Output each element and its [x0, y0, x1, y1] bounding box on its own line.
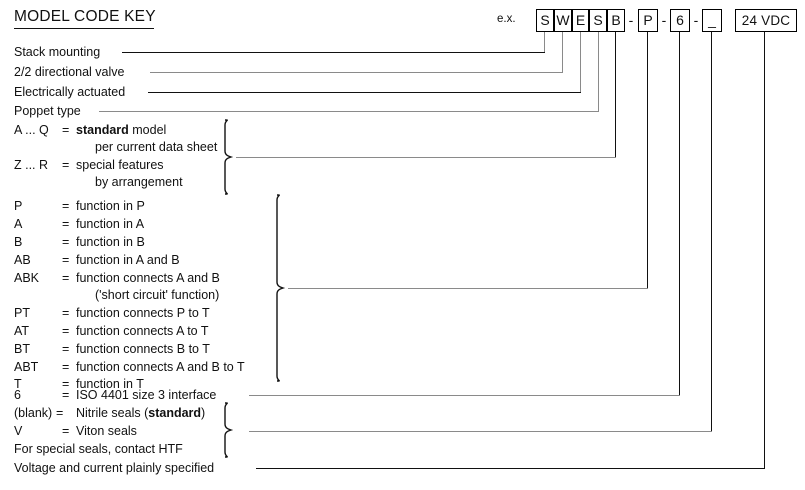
seal-eq-blank: =: [56, 406, 64, 420]
interface-eq: =: [62, 388, 70, 402]
leader-h-interface-size: [249, 395, 680, 396]
function-desc-at: function connects A to T: [76, 324, 209, 338]
leader-h-seals: [249, 431, 712, 432]
function-code-b: B: [14, 235, 23, 249]
model-eq-aq: =: [62, 123, 70, 137]
code-box-e: E: [572, 9, 589, 32]
leader-h-voltage: [256, 468, 765, 469]
function-code-bt: BT: [14, 342, 30, 356]
function-desc-b: function in B: [76, 235, 145, 249]
leader-h-poppet-type: [99, 111, 599, 112]
function-desc-abk-line2: ('short circuit' function): [95, 288, 220, 302]
code-box-w: W: [554, 9, 572, 32]
brace-seals-group: [224, 402, 234, 458]
leader-v-electrically-actuated: [580, 32, 581, 92]
function-desc-bt: function connects B to T: [76, 342, 210, 356]
key-row-electrically-actuated: Electrically actuated: [14, 85, 126, 99]
function-desc-p: function in P: [76, 199, 145, 213]
function-code-at: AT: [14, 324, 30, 338]
leader-v-model-variant: [615, 32, 616, 157]
model-desc-aq-post: model: [128, 123, 167, 137]
function-desc-pt: function connects P to T: [76, 306, 210, 320]
leader-v-interface-size: [679, 32, 680, 395]
function-code-pt: PT: [14, 306, 30, 320]
interface-desc: ISO 4401 size 3 interface: [76, 388, 217, 402]
page-title: MODEL CODE KEY: [14, 8, 156, 25]
model-desc-zr-line2: by arrangement: [95, 175, 183, 189]
function-eq-pt: =: [62, 306, 70, 320]
seal-desc-blank-post: ): [201, 406, 206, 420]
function-desc-ab: function in A and B: [76, 253, 180, 267]
special-seals-note: For special seals, contact HTF: [14, 442, 183, 456]
function-desc-t: function in T: [76, 377, 144, 391]
code-box-voltage: 24 VDC: [735, 9, 797, 32]
model-desc-zr: special features: [76, 158, 164, 172]
function-code-abk: ABK: [14, 271, 40, 285]
function-code-p: P: [14, 199, 23, 213]
model-eq-zr: =: [62, 158, 70, 172]
interface-code-6: 6: [14, 388, 21, 402]
example-label: e.x.: [497, 13, 516, 25]
leader-v-stack-mounting: [544, 32, 545, 52]
function-code-ab: AB: [14, 253, 31, 267]
function-eq-abk: =: [62, 271, 70, 285]
seal-eq-v: =: [62, 424, 70, 438]
leader-v-directional-valve: [562, 32, 563, 72]
model-code-aq: A ... Q: [14, 123, 49, 137]
function-code-abt: ABT: [14, 360, 39, 374]
function-eq-abt: =: [62, 360, 70, 374]
leader-h-stack-mounting: [122, 52, 545, 53]
title-underline: [14, 28, 154, 29]
function-eq-at: =: [62, 324, 70, 338]
separator-dash-2: -: [661, 12, 667, 28]
model-desc-aq-bold: standard: [76, 123, 129, 137]
leader-v-poppet-type: [598, 32, 599, 111]
model-desc-aq: standard model: [76, 123, 166, 137]
model-desc-aq-line2: per current data sheet: [95, 140, 218, 154]
function-eq-p: =: [62, 199, 70, 213]
seal-desc-v: Viton seals: [76, 424, 137, 438]
function-desc-a: function in A: [76, 217, 145, 231]
seal-desc-blank-pre: Nitrile seals (: [76, 406, 149, 420]
leader-h-function: [288, 288, 648, 289]
key-row-stack-mounting: Stack mounting: [14, 45, 101, 59]
function-eq-ab: =: [62, 253, 70, 267]
model-code-zr: Z ... R: [14, 158, 49, 172]
leader-h-model-variant: [236, 157, 616, 158]
function-eq-a: =: [62, 217, 70, 231]
code-box-s1: S: [536, 9, 554, 32]
function-code-t: T: [14, 377, 22, 391]
seal-code-blank: (blank): [14, 406, 53, 420]
separator-dash-3: -: [693, 12, 699, 28]
seal-desc-blank-bold: standard: [148, 406, 202, 420]
leader-v-seals: [711, 32, 712, 431]
function-eq-t: =: [62, 377, 70, 391]
key-row-poppet-type: Poppet type: [14, 104, 81, 118]
leader-h-electrically-actuated: [148, 92, 581, 93]
function-eq-b: =: [62, 235, 70, 249]
code-box-s2: S: [589, 9, 607, 32]
function-code-a: A: [14, 217, 23, 231]
leader-h-directional-valve: [150, 72, 563, 73]
key-row-directional-valve: 2/2 directional valve: [14, 65, 125, 79]
code-box-p: P: [638, 9, 658, 32]
voltage-note: Voltage and current plainly specified: [14, 461, 215, 475]
function-desc-abk: function connects A and B: [76, 271, 220, 285]
brace-model-group: [224, 119, 234, 195]
function-eq-bt: =: [62, 342, 70, 356]
code-box-b: B: [607, 9, 625, 32]
separator-dash-1: -: [628, 12, 634, 28]
code-box-6: 6: [670, 9, 690, 32]
seal-desc-blank: Nitrile seals (standard): [76, 406, 205, 420]
seal-code-v: V: [14, 424, 23, 438]
function-desc-abt: function connects A and B to T: [76, 360, 245, 374]
leader-v-voltage: [764, 32, 765, 468]
leader-v-function: [647, 32, 648, 288]
code-box-seal: _: [702, 9, 722, 32]
brace-function-group: [276, 194, 286, 382]
